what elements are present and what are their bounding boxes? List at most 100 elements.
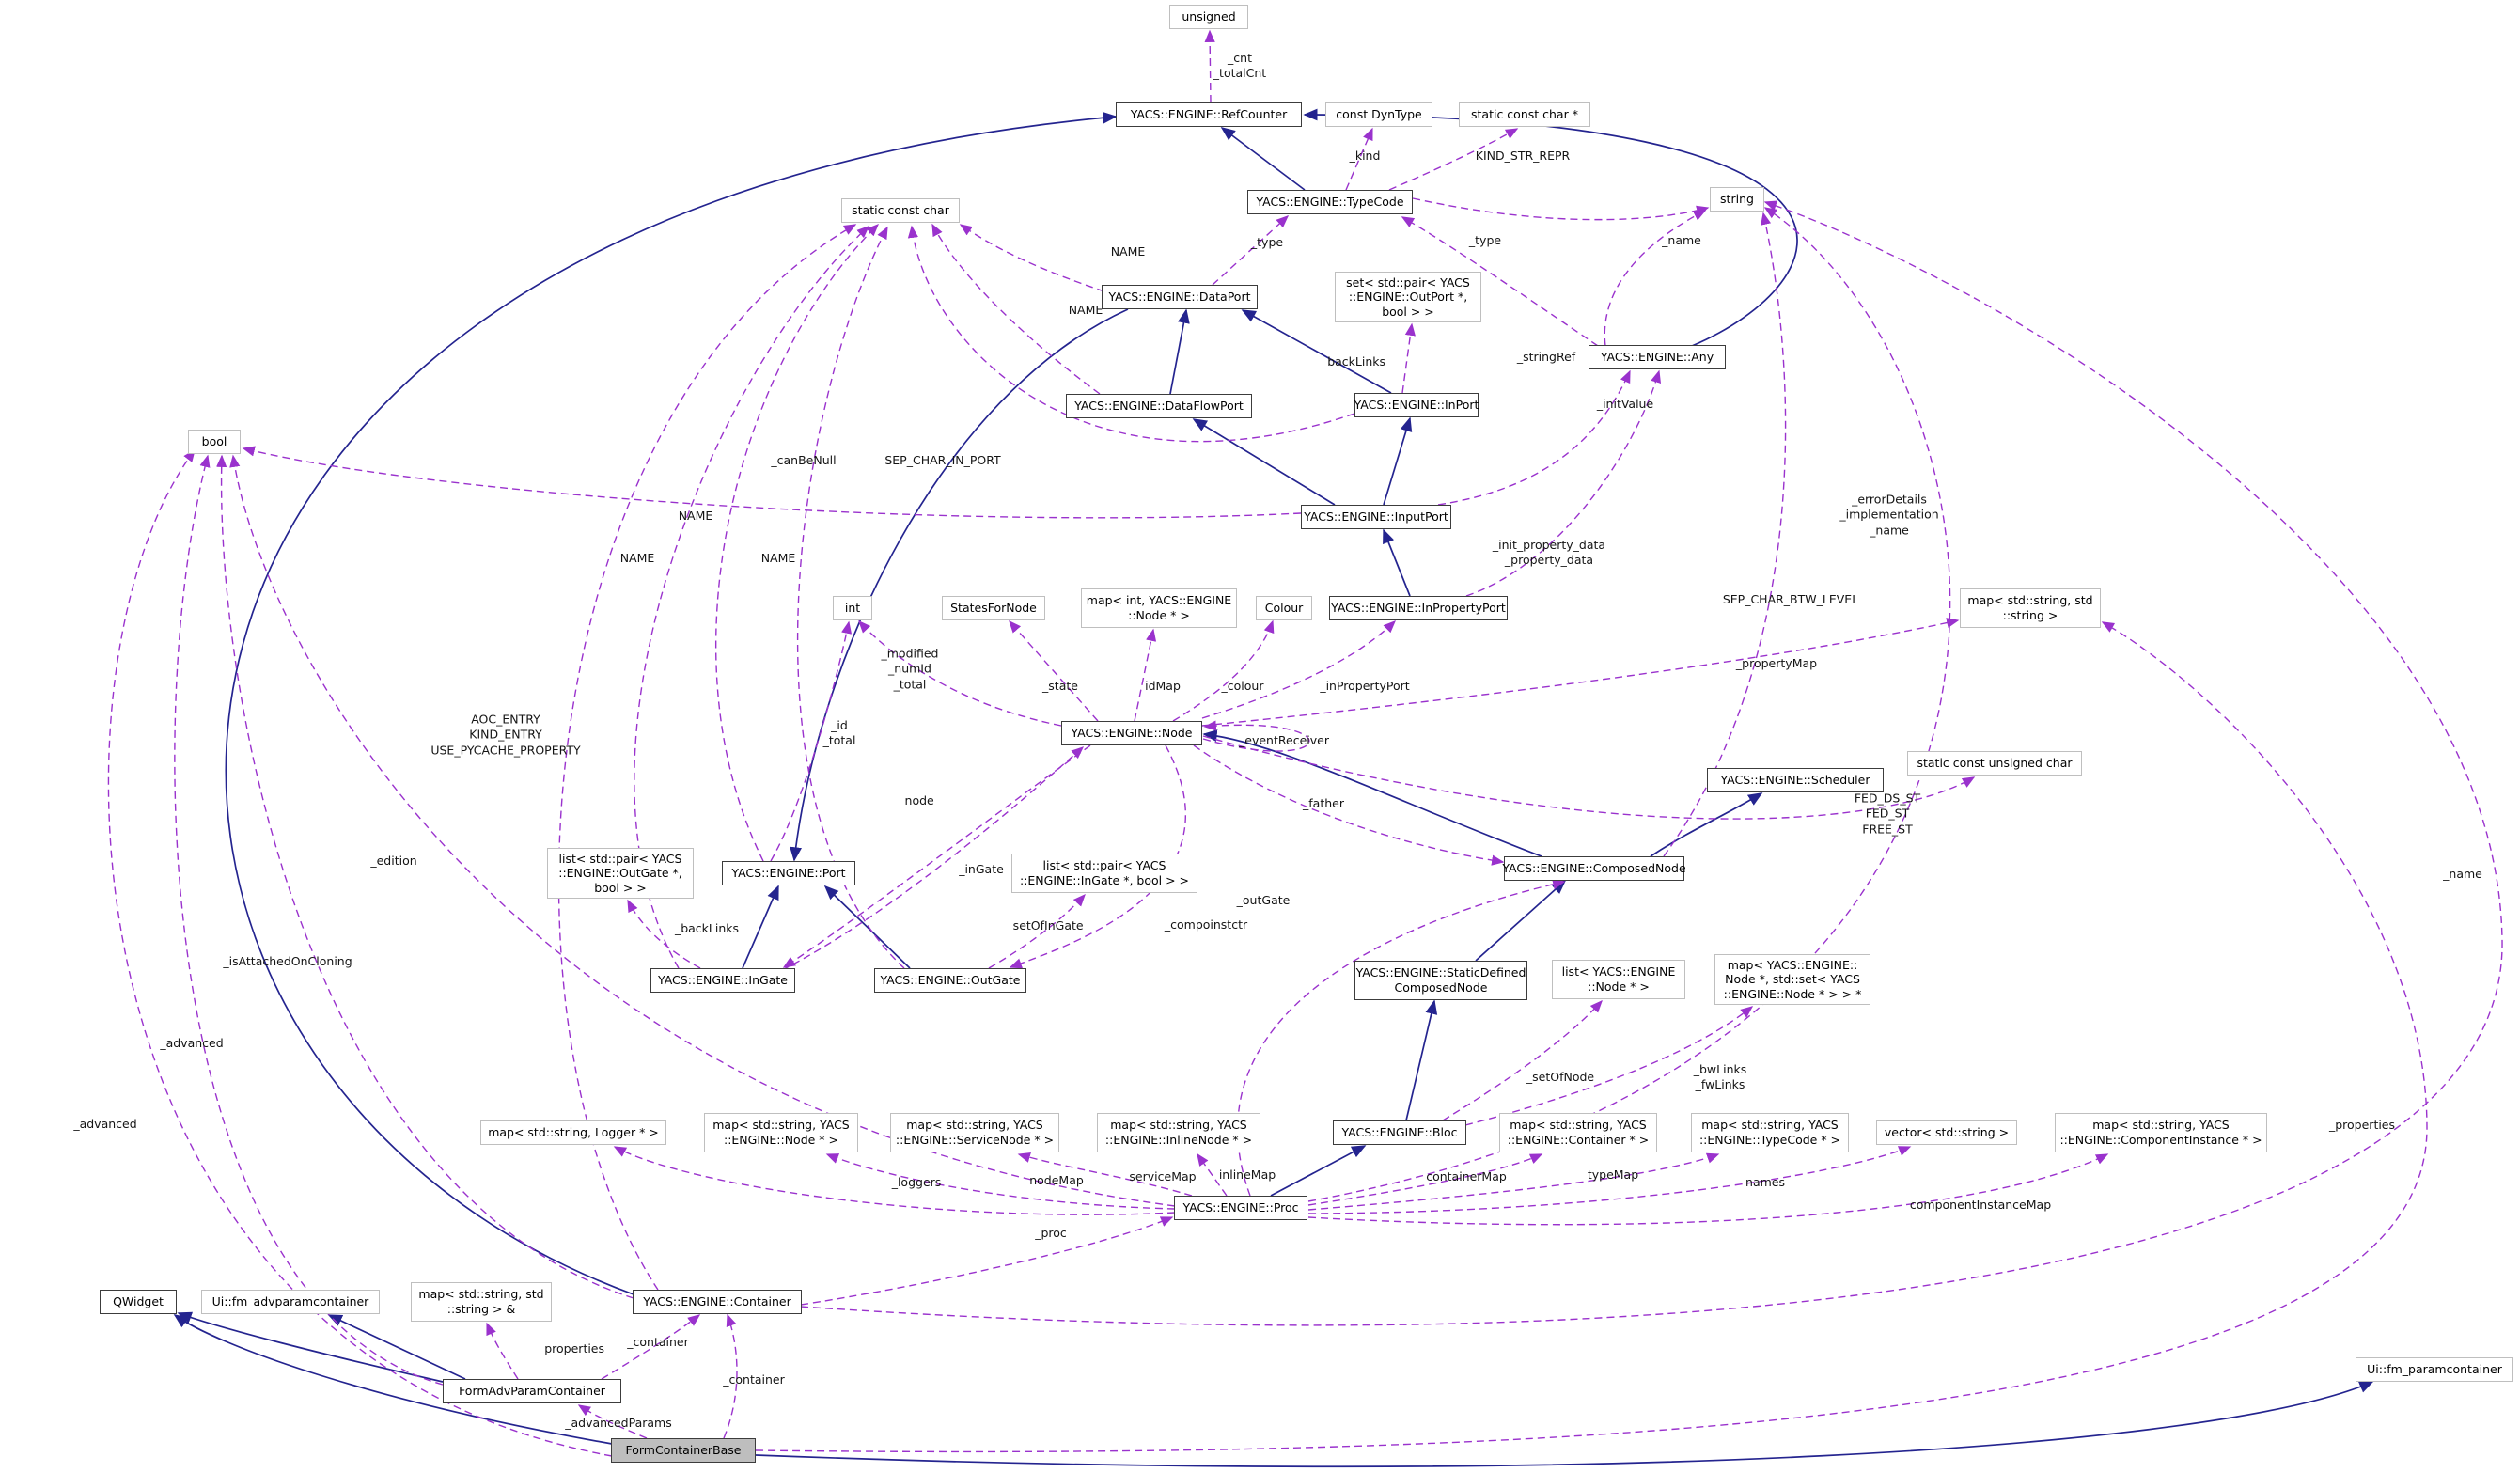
edge-label-typecode-to-string: _name <box>1662 232 1701 247</box>
inherit-edge-staticdefined-to-composednode <box>1475 879 1567 962</box>
class-box-composednode[interactable]: YACS::ENGINE::ComposedNode <box>1502 856 1686 881</box>
usage-edge-container-to-staticconstchar <box>557 224 857 1291</box>
edge-label-formcontainerbase-to-bool: _advanced <box>73 1116 137 1131</box>
usage-edge-proc-to-maplogger <box>613 1146 1176 1215</box>
edge-label-node-to-mapintnode: idMap <box>1145 678 1181 693</box>
type-box-statesfornode: StatesForNode <box>942 596 1045 620</box>
edge-label-proc-to-mapservicenode: serviceMap <box>1129 1168 1197 1183</box>
usage-edge-refcounter-to-unsigned <box>1204 29 1215 103</box>
usage-edge-node-to-composednode <box>1193 744 1505 866</box>
usage-edge-proc-to-string <box>1307 207 1951 1202</box>
type-box-string: string <box>1710 187 1764 212</box>
inherit-edge-proc-to-bloc <box>1270 1145 1367 1197</box>
class-box-dataport[interactable]: YACS::ENGINE::DataPort <box>1102 285 1258 309</box>
edge-label-dataport-to-typecode: _type <box>1250 234 1284 249</box>
edge-label-composednode-to-string: SEP_CHAR_BTW_LEVEL <box>1722 591 1859 606</box>
usage-edge-node-to-ingate <box>782 744 1091 968</box>
type-box-dyntype: const DynType <box>1325 102 1432 127</box>
type-box-mapinlinenode: map< std::string, YACS ::ENGINE::InlineN… <box>1097 1113 1260 1152</box>
inherit-edge-inport-to-dataport <box>1241 309 1392 394</box>
edge-label-any-to-string: _stringRef <box>1516 349 1576 364</box>
usage-edge-proc-to-bool <box>229 454 1176 1207</box>
class-box-outgate[interactable]: YACS::ENGINE::OutGate <box>874 968 1026 993</box>
inherit-edge-bloc-to-staticdefined <box>1405 999 1438 1121</box>
edge-label-node-to-int: _modified _numId _total <box>881 646 939 692</box>
type-box-mapservicenode: map< std::string, YACS ::ENGINE::Service… <box>890 1113 1059 1152</box>
class-box-ingate[interactable]: YACS::ENGINE::InGate <box>650 968 795 993</box>
class-box-inputport[interactable]: YACS::ENGINE::InputPort <box>1301 505 1451 529</box>
type-box-listpairingate: list< std::pair< YACS ::ENGINE::InGate *… <box>1011 854 1197 893</box>
class-box-inport[interactable]: YACS::ENGINE::InPort <box>1354 393 1479 417</box>
inherit-edge-typecode-to-refcounter <box>1220 127 1306 191</box>
edge-label-inputport-to-any: _initValue <box>1596 396 1654 411</box>
usage-edge-node-to-colour <box>1172 619 1275 722</box>
class-box-proc[interactable]: YACS::ENGINE::Proc <box>1174 1196 1307 1220</box>
edge-label-inputport-to-bool: _canBeNull <box>771 452 837 467</box>
class-box-bloc[interactable]: YACS::ENGINE::Bloc <box>1333 1120 1466 1145</box>
usage-edge-node-to-mapstringstring <box>1201 618 1960 727</box>
usage-edge-formcontainerbase-to-formadvparamcontainer <box>577 1404 648 1439</box>
class-box-formadvparamcontainer[interactable]: FormAdvParamContainer <box>443 1379 621 1403</box>
edge-label-proc-to-composednode: _compoinstctr <box>1164 917 1248 932</box>
usage-edge-ingate-to-node <box>781 746 1085 971</box>
edge-label-formcontainerbase-to-mapstringstring: _properties <box>2328 1117 2396 1132</box>
class-box-qwidget[interactable]: QWidget <box>100 1290 177 1314</box>
usage-edge-proc-to-mapcomponentinstance <box>1307 1153 2109 1226</box>
class-box-port[interactable]: YACS::ENGINE::Port <box>722 861 855 885</box>
type-box-setpairoutport: set< std::pair< YACS ::ENGINE::OutPort *… <box>1335 272 1481 322</box>
usage-edge-dataport-to-typecode <box>1212 215 1290 286</box>
class-box-node[interactable]: YACS::ENGINE::Node <box>1061 721 1202 745</box>
edge-label-ingate-to-listpairoutgate: _backLinks <box>674 920 740 935</box>
type-box-maptypecode: map< std::string, YACS ::ENGINE::TypeCod… <box>1691 1113 1849 1152</box>
inherit-edge-dataflowport-to-dataport <box>1169 308 1190 395</box>
usage-edge-proc-to-vectorstring <box>1307 1146 1912 1214</box>
edge-label-node-to-outgate: _outGate <box>1236 892 1291 907</box>
usage-edge-typecode-to-string <box>1412 197 1710 221</box>
edge-label-dataport-to-staticconstchar: NAME <box>1110 243 1146 259</box>
usage-edge-inputport-to-bool <box>242 446 1302 519</box>
edge-label-formcontainerbase-to-container: _container <box>723 1371 785 1387</box>
inherit-edge-dataport-to-port <box>790 308 1129 862</box>
edge-label-bloc-to-mapnodeset: _bwLinks _fwLinks <box>1693 1061 1747 1091</box>
class-box-typecode[interactable]: YACS::ENGINE::TypeCode <box>1247 190 1413 214</box>
edge-label-container-to-string: _name <box>2443 866 2482 881</box>
usage-edge-proc-to-mapservicenode <box>1017 1152 1193 1197</box>
edge-label-node-to-composednode: _father <box>1303 795 1344 810</box>
usage-edge-container-to-proc <box>800 1216 1174 1306</box>
type-box-bool: bool <box>188 430 241 454</box>
class-box-refcounter[interactable]: YACS::ENGINE::RefCounter <box>1116 102 1302 127</box>
usage-edge-ingate-to-listpairoutgate <box>627 899 701 969</box>
usage-edge-node-to-outgate <box>1009 744 1187 969</box>
usage-edge-dataport-to-staticconstchar <box>959 224 1105 292</box>
edge-label-node-to-staticconstunsignedchar: FED_DS_ST FED_ST FREE_ST <box>1854 791 1921 837</box>
usage-edge-proc-to-mapnode <box>825 1153 1176 1210</box>
edge-label-formadvparamcontainer-to-mapstringstringref: _properties <box>538 1340 605 1355</box>
usage-edge-inpropertyport-to-any <box>1465 369 1662 597</box>
edge-label-inport-to-setpairoutport: _backLinks <box>1321 353 1386 368</box>
edge-label-typecode-to-dyntype: _kind <box>1349 148 1381 163</box>
type-box-staticconstcharptr: static const char * <box>1459 102 1590 127</box>
edge-label-node-to-statesfornode: _state <box>1042 678 1078 693</box>
class-box-scheduler[interactable]: YACS::ENGINE::Scheduler <box>1707 768 1884 792</box>
class-box-inpropertyport[interactable]: YACS::ENGINE::InPropertyPort <box>1329 596 1508 620</box>
class-box-dataflowport[interactable]: YACS::ENGINE::DataFlowPort <box>1066 394 1252 418</box>
type-box-uiadvparamcontainer: Ui::fm_advparamcontainer <box>201 1290 380 1314</box>
type-box-mapstringstringref: map< std::string, std ::string > & <box>411 1282 552 1322</box>
inherit-edge-inputport-to-dataflowport <box>1192 418 1336 506</box>
edge-label-formcontainerbase-to-formadvparamcontainer: _advancedParams <box>565 1415 672 1430</box>
usage-edge-typecode-to-staticconstcharptr <box>1388 128 1519 191</box>
inherit-edge-composednode-to-node <box>1202 729 1542 857</box>
edge-label-proc-to-maplogger: _loggers <box>891 1174 942 1189</box>
type-box-staticconstchar: static const char <box>841 198 960 223</box>
usage-edge-bloc-to-listnode <box>1442 999 1603 1121</box>
class-box-any[interactable]: YACS::ENGINE::Any <box>1589 345 1726 369</box>
edge-label-node-to-ingate: _inGate <box>959 861 1004 876</box>
edge-label-formadvparamcontainer-to-container: _container <box>627 1334 689 1349</box>
class-box-container[interactable]: YACS::ENGINE::Container <box>633 1290 802 1314</box>
inherit-edge-inputport-to-inport <box>1383 416 1413 506</box>
usage-edge-node-to-inpropertyport <box>1201 620 1397 719</box>
usage-edge-port-to-staticconstchar <box>714 224 879 862</box>
type-box-colour: Colour <box>1256 596 1312 620</box>
class-box-staticdefined[interactable]: YACS::ENGINE::StaticDefined ComposedNode <box>1354 961 1527 1000</box>
edge-label-proc-to-mapnode: nodeMap <box>1029 1172 1084 1187</box>
